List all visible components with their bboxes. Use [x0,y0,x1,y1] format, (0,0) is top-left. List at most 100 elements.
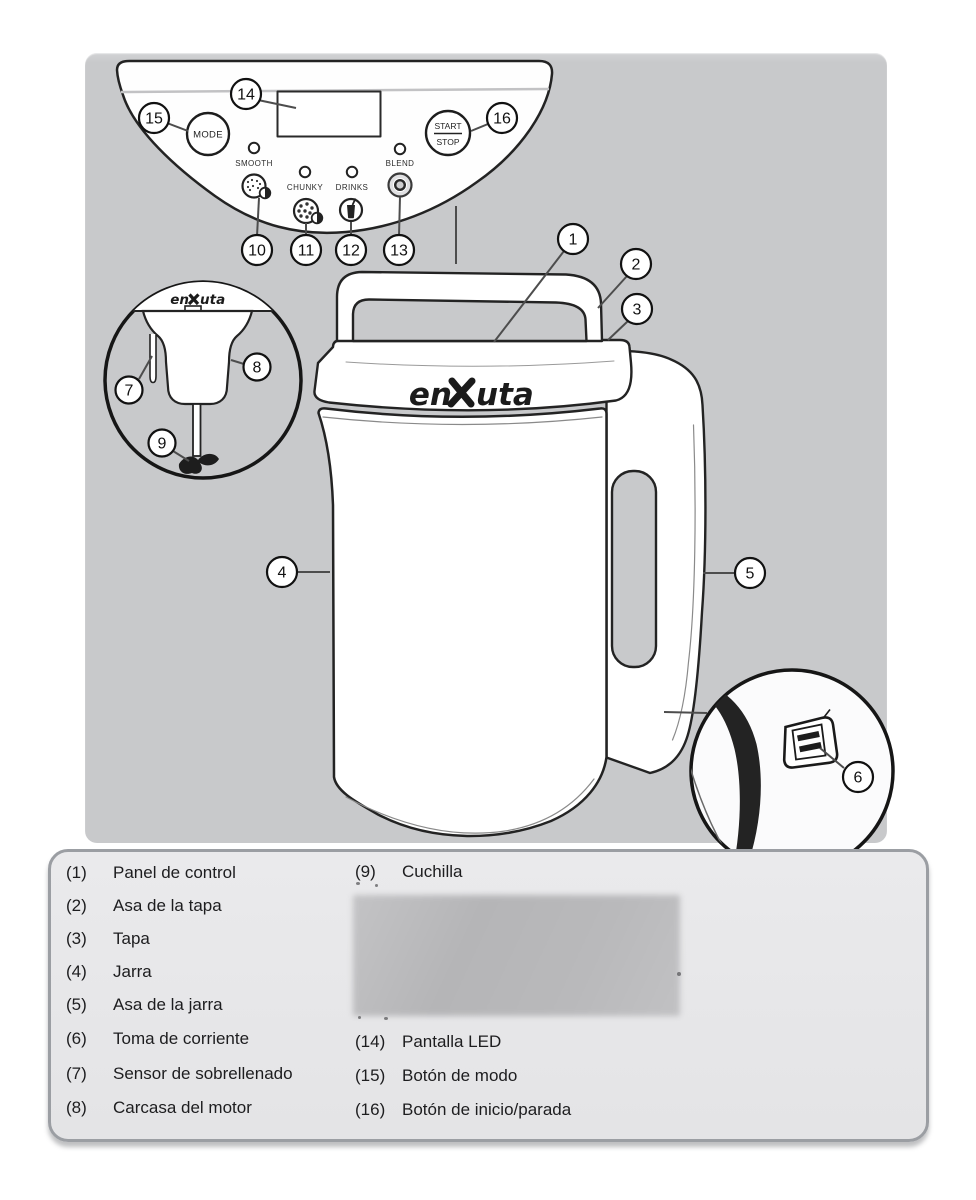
stop-label: STOP [437,137,460,147]
legend-item-label: Botón de modo [402,1066,518,1085]
callout-5: 5 [733,556,767,590]
legend-item-label: Botón de inicio/parada [402,1100,572,1119]
leader-6 [819,747,845,769]
legend-item-label: Asa de la tapa [113,896,222,915]
callout-11: 11 [289,233,323,267]
jug-body [317,407,608,838]
legend-item-number: (14) [355,1032,386,1051]
lid-handle-hole [351,298,588,343]
callout-number: 9 [158,436,167,453]
leader-lines [138,99,845,769]
start-stop-button: START STOP [424,109,472,157]
leader-1 [493,250,565,343]
blade-shaft [192,403,202,457]
legend-item-number: (8) [66,1098,87,1117]
leader-2 [597,275,628,309]
callout-number: 12 [342,243,360,260]
legend-item: (9) Cuchilla [355,861,462,883]
blur-artifact [375,884,378,887]
brand-logo-x-icon [447,377,476,408]
legend-item-label: Asa de la jarra [113,995,223,1014]
brand-logo-small: en uta [170,292,225,308]
mode-button-label: MODE [193,130,223,141]
leader-15 [166,122,189,132]
smooth-mode-icon [241,173,272,200]
jug-base-line [345,778,595,834]
callout-number: 2 [632,257,641,274]
legend-item: (5)Asa de la jarra [66,994,223,1016]
legend-item-number: (16) [355,1100,386,1119]
leader-10 [256,197,260,237]
leader-8 [230,359,245,365]
blur-artifact [356,882,360,885]
brand-logo-suffix: uta [200,292,225,308]
handle-column-section [693,681,761,872]
leader-13 [398,196,401,237]
callout-number: 3 [633,302,642,319]
legend-item-label: Toma de corriente [113,1029,250,1048]
smooth-label: SMOOTH [235,159,273,168]
legend-item-label: Cuchilla [402,862,463,881]
parts-legend: (1)Panel de control (2)Asa de la tapa (3… [48,849,929,1142]
callout-number: 5 [746,566,755,583]
callout-10: 10 [240,233,274,267]
jug-drawing: en uta [313,270,707,838]
blend-label: BLEND [386,159,415,168]
leader-16 [470,123,489,132]
legend-item: (16) Botón de inicio/parada [355,1099,571,1121]
callout-4: 4 [265,555,299,589]
callout-16: 16 [485,101,519,135]
leader-jug-to-inset [663,711,708,714]
redacted-legend-block [353,895,680,1016]
callout-6: 6 [841,760,875,794]
socket-prong-slot [799,742,822,753]
callout-9: 9 [147,428,177,458]
power-socket-inset [689,668,895,874]
legend-item: (3)Tapa [66,928,150,950]
legend-item-label: Carcasa del motor [113,1098,252,1117]
legend-item: (2)Asa de la tapa [66,895,222,917]
brand-logo-suffix: uta [476,377,534,413]
brand-logo-prefix: en [409,377,452,413]
legend-item-number: (15) [355,1066,386,1085]
brand-logo-prefix: en [170,292,189,308]
callout-number: 7 [125,383,134,400]
legend-item: (15) Botón de modo [355,1065,517,1087]
control-panel: MODE START STOP SMOOTH CHUNKY DRINKS BLE… [115,59,554,235]
blur-artifact [358,1016,361,1019]
callout-3: 3 [620,292,654,326]
blend-mode-icon [387,172,413,198]
mode-button: MODE [185,111,231,157]
legend-item-number: (6) [66,1029,87,1048]
lid-highlight-line [345,360,615,367]
socket-prong-slot [797,731,820,742]
callout-number: 15 [145,111,163,128]
callout-number: 11 [298,243,315,260]
legend-item-number: (9) [355,862,376,881]
legend-item: (8) Carcasa del motor [66,1097,252,1119]
callout-2: 2 [619,247,653,281]
callout-1: 1 [556,222,590,256]
callout-7: 7 [114,375,144,405]
chunky-led [298,165,312,179]
led-display [276,90,382,138]
jug-handle-cutout [610,469,658,669]
callout-number: 16 [493,111,511,128]
start-label: START [434,121,461,131]
brand-logo-x-icon [187,293,200,306]
legend-item-label: Sensor de sobrellenado [113,1064,293,1083]
drinks-led [345,165,359,179]
legend-item-label: Jarra [113,962,152,981]
blade [178,453,219,474]
blur-artifact [384,1017,388,1020]
brand-logo: en uta [409,377,534,413]
smooth-led [247,141,261,155]
legend-item: (14)Pantalla LED [355,1031,501,1053]
jug-top-rim-line [322,416,603,426]
leader-14 [257,99,297,109]
blend-led [393,142,407,156]
callout-12: 12 [334,233,368,267]
callout-markers: 1 2 3 4 5 6 7 [114,77,875,794]
